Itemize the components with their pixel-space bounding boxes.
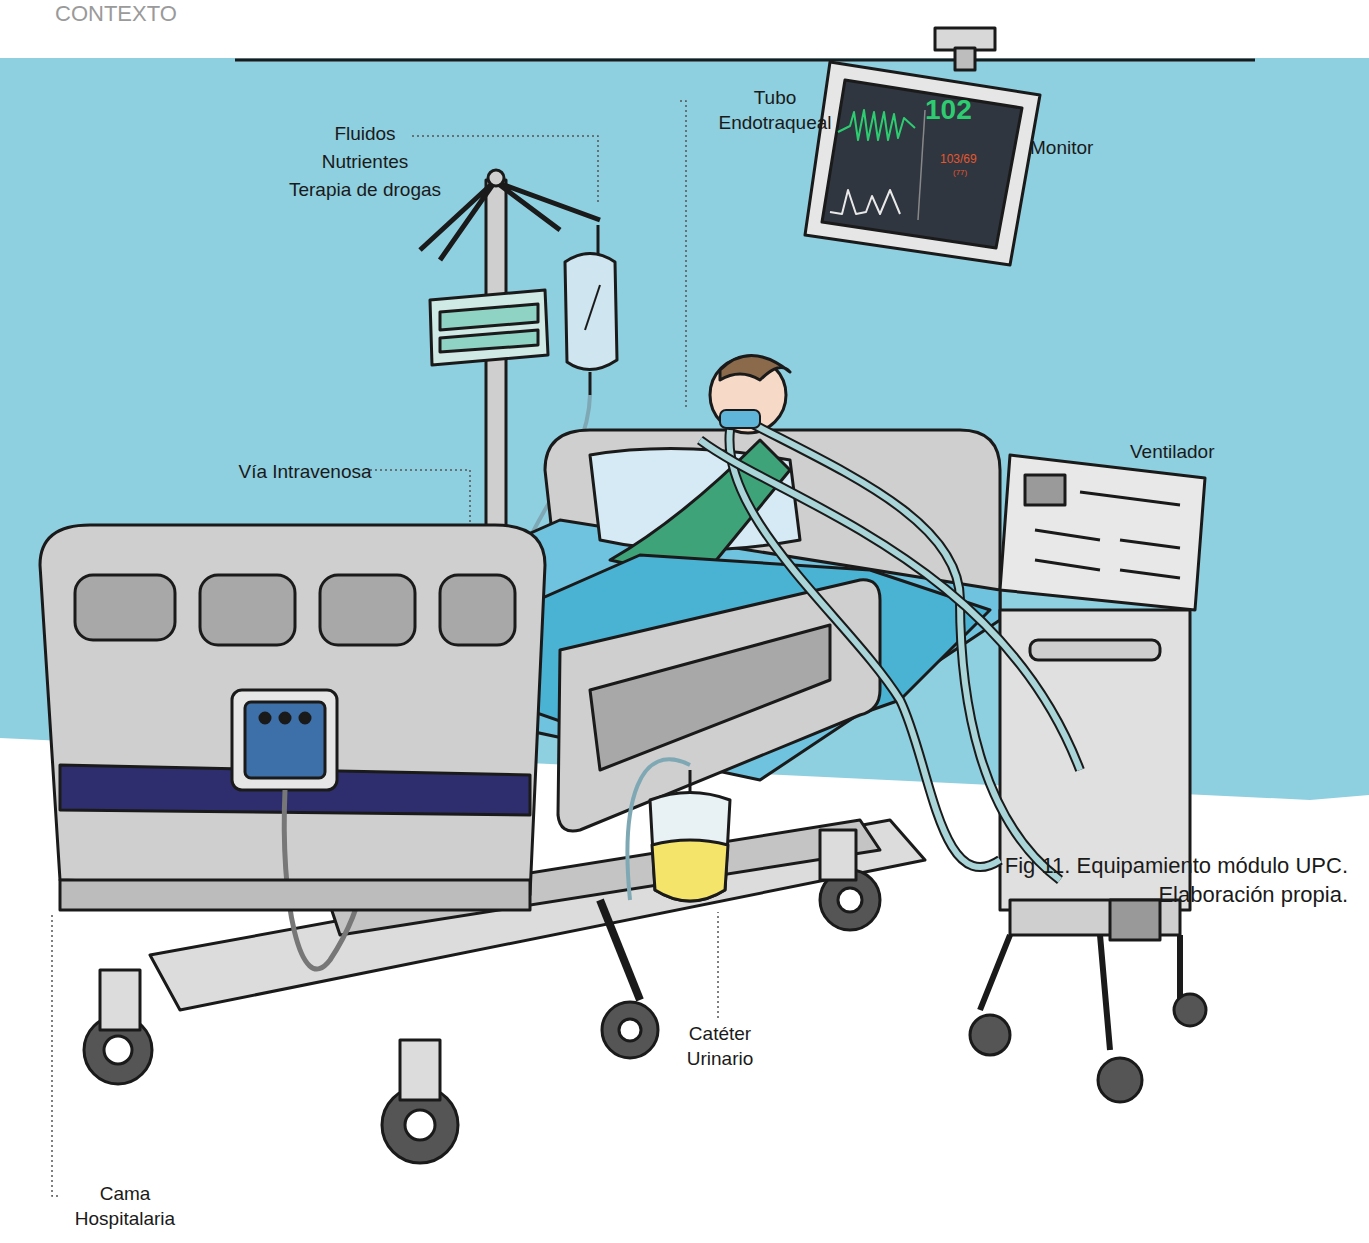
urine-bag (628, 759, 731, 901)
part-label: Tubo Endotraqueal (700, 86, 850, 135)
part-label: Fluidos (305, 122, 425, 147)
ventilator (970, 455, 1206, 1102)
part-label: 103/69 (940, 152, 1000, 168)
monitor (805, 28, 1040, 265)
part-label: Ventilador (1130, 440, 1270, 465)
part-label: 102 (925, 92, 1005, 128)
part-label: Monitor (1030, 136, 1150, 161)
part-label: CONTEXTO (55, 0, 275, 29)
breathing-tubes (700, 410, 1080, 880)
top-rule (235, 59, 1255, 62)
part-label: (77) (953, 168, 983, 178)
part-label: Vía Intravenosa (235, 460, 375, 485)
part-label: Cama Hospitalaria (60, 1182, 190, 1231)
part-label: Nutrientes (290, 150, 440, 175)
part-label: Terapia de drogas (265, 178, 465, 203)
figure-caption: Fig 11. Equipamiento módulo UPC. Elabora… (968, 852, 1348, 909)
part-label: Catéter Urinario (665, 1022, 775, 1071)
